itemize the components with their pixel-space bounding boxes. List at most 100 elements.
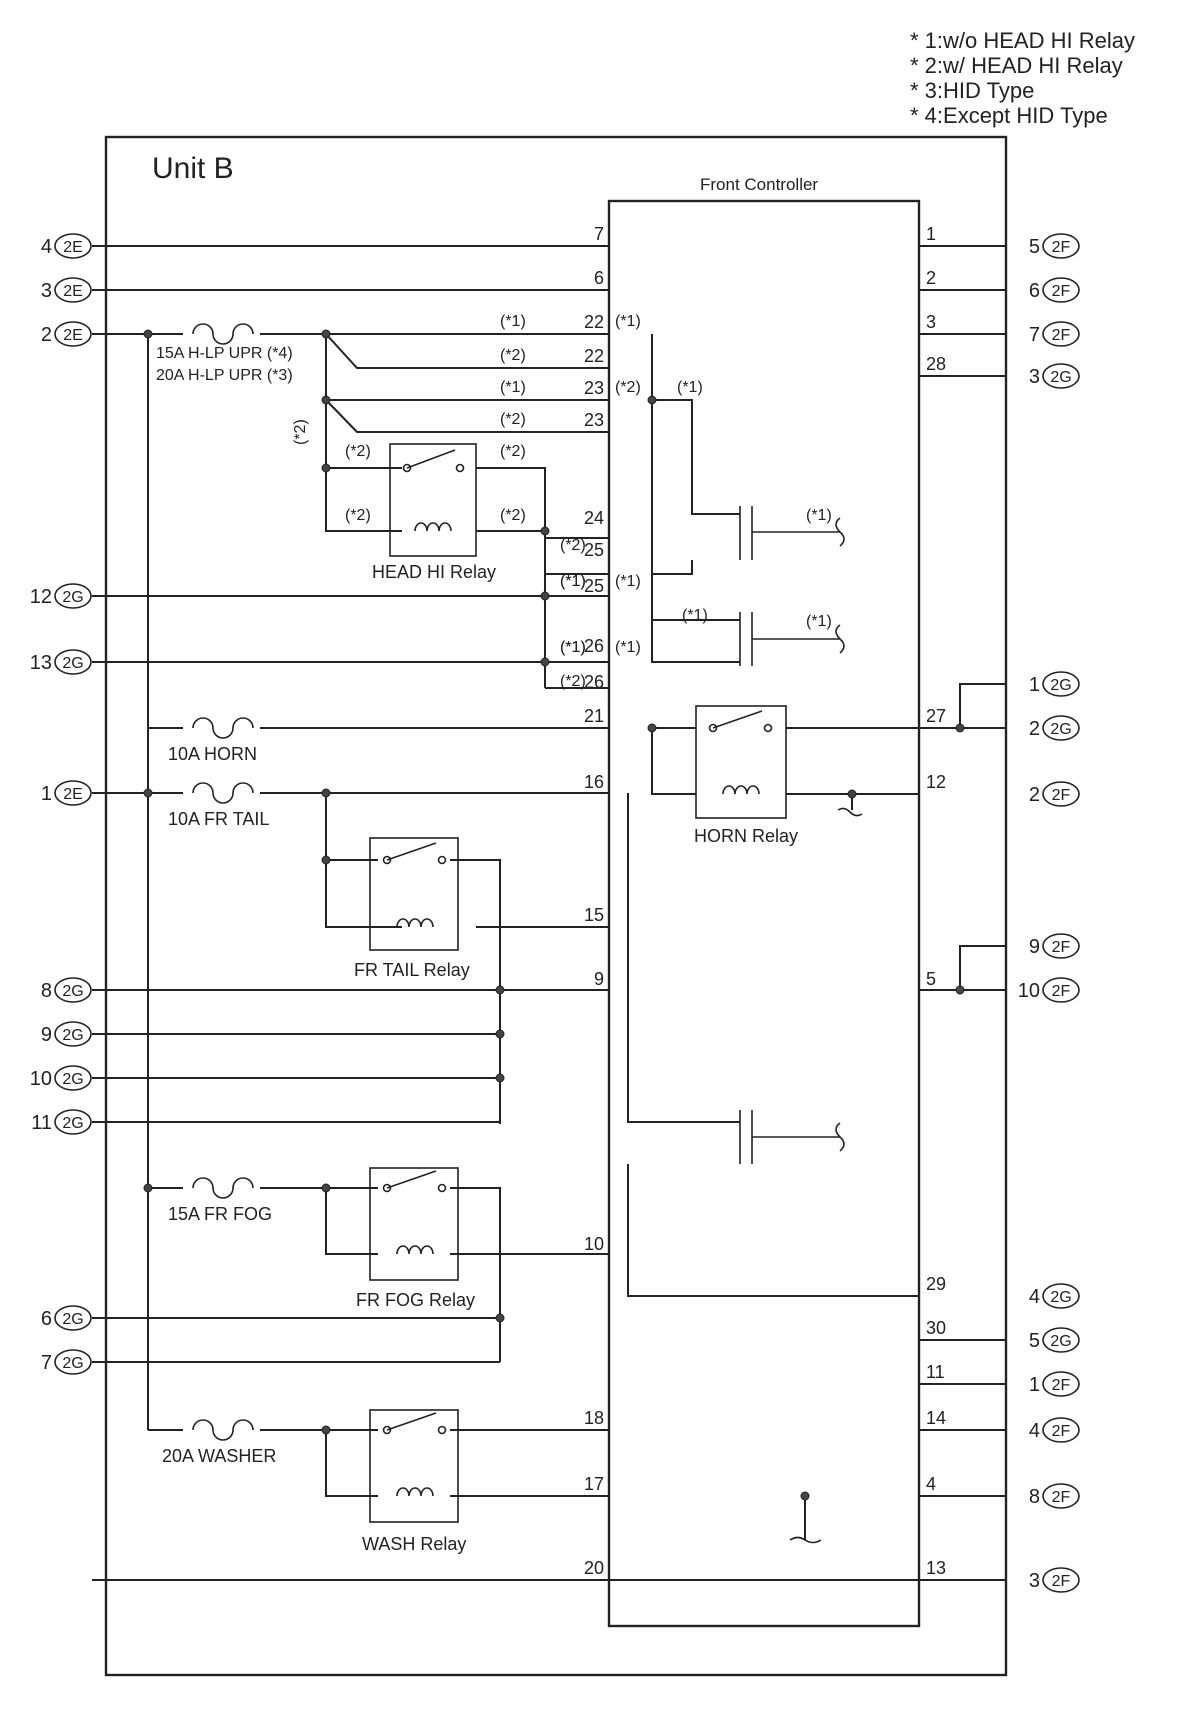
front-controller-box (607, 199, 921, 1628)
connector-badge (54, 780, 92, 806)
connector-id: 2F (1052, 787, 1071, 804)
connector-badge (54, 1305, 92, 1331)
legend-notes: * 1:w/o HEAD HI Relay * 2:w/ HEAD HI Rel… (910, 28, 1135, 128)
connector-badge (1042, 671, 1080, 697)
connector-pin-number: 4 (1029, 1286, 1040, 1308)
connector-id: 2G (1050, 369, 1071, 386)
variant-mark: (*2) (345, 443, 371, 460)
variant-marks: (*1) (*2) (*1) (*2) (*2) (*2) (*2) (*2) (*2) (*1)… (292, 313, 832, 690)
fr-tail-relay: FR TAIL Relay (354, 837, 470, 980)
variant-mark: (*1) (500, 313, 526, 330)
controller-pin-left: 25 (584, 576, 604, 596)
connector-pin-number: 1 (1029, 674, 1040, 696)
right-connector: 1 2G (1029, 671, 1080, 697)
connector-badge (1042, 715, 1080, 741)
horn-relay-label: HORN Relay (694, 826, 798, 846)
controller-pin-right: 12 (926, 772, 946, 792)
fuse-fr-tail-label: 10A FR TAIL (168, 809, 269, 829)
variant-mark: (*2) (500, 507, 526, 524)
connector-id: 2G (62, 1355, 83, 1372)
controller-pin-right: 2 (926, 268, 936, 288)
connector-pin-number: 8 (41, 980, 52, 1002)
variant-mark: (*1) (615, 313, 641, 330)
fr-fog-relay-label: FR FOG Relay (356, 1290, 475, 1310)
connector-pin-number: 7 (1029, 324, 1040, 346)
controller-pin-left: 22 (584, 346, 604, 366)
head-hi-relay-label: HEAD HI Relay (372, 562, 496, 582)
controller-pin-left: 7 (594, 224, 604, 244)
variant-mark: (*2) (500, 347, 526, 364)
fuse-hlp-symbol (192, 323, 254, 345)
variant-mark: (*1) (682, 607, 708, 624)
fuse-fr-tail-symbol (192, 782, 254, 804)
fuses: 15A H-LP UPR (*4) 20A H-LP UPR (*3) 10A … (156, 323, 293, 1466)
controller-pin-left: 26 (584, 636, 604, 656)
connector-pin-number: 3 (1029, 366, 1040, 388)
connector-pin-number: 10 (1018, 980, 1040, 1002)
connector-badge (1042, 977, 1080, 1003)
controller-pin-right: 28 (926, 354, 946, 374)
wash-relay-label: WASH Relay (362, 1534, 466, 1554)
connector-pin-number: 9 (1029, 936, 1040, 958)
connector-pin-number: 2 (1029, 718, 1040, 740)
connector-pin-number: 9 (41, 1024, 52, 1046)
connector-badge (54, 1349, 92, 1375)
connector-badge (54, 583, 92, 609)
connector-badge (1042, 1371, 1080, 1397)
note-4: * 4:Except HID Type (910, 103, 1108, 128)
connector-id: 2F (1052, 1423, 1071, 1440)
fuse-washer-label: 20A WASHER (162, 1446, 276, 1466)
variant-mark: (*1) (560, 573, 586, 590)
connector-pin-number: 1 (1029, 1374, 1040, 1396)
variant-mark: (*1) (615, 639, 641, 656)
connector-id: 2G (1050, 1333, 1071, 1350)
variant-mark: (*2) (500, 411, 526, 428)
wash-relay: WASH Relay (362, 1409, 466, 1554)
variant-mark: (*2) (560, 537, 586, 554)
right-connector: 3 2G (1029, 363, 1080, 389)
connector-id: 2G (62, 589, 83, 606)
variant-mark: (*2) (615, 379, 641, 396)
variant-mark: (*2) (560, 673, 586, 690)
controller-pin-right: 30 (926, 1318, 946, 1338)
controller-pin-left: 17 (584, 1474, 604, 1494)
controller-pin-left: 21 (584, 706, 604, 726)
variant-mark: (*1) (677, 379, 703, 396)
connector-id: 2G (1050, 677, 1071, 694)
connector-badge (54, 277, 92, 303)
fuse-washer-symbol (192, 1419, 254, 1441)
connector-pin-number: 2 (41, 324, 52, 346)
connector-id: 2E (63, 786, 83, 803)
controller-pin-right: 13 (926, 1558, 946, 1578)
unit-title: Unit B (152, 152, 234, 185)
connector-badge (1042, 1327, 1080, 1353)
connector-id: 2G (62, 983, 83, 1000)
variant-mark: (*1) (806, 507, 832, 524)
controller-pin-left: 23 (584, 378, 604, 398)
connector-badge (1042, 363, 1080, 389)
connector-badge (54, 977, 92, 1003)
controller-title: Front Controller (700, 175, 818, 194)
controller-pin-right: 3 (926, 312, 936, 332)
variant-mark: (*1) (806, 613, 832, 630)
fuse-hlp-label-2: 20A H-LP UPR (*3) (156, 367, 293, 384)
connector-id: 2G (62, 655, 83, 672)
connector-badge (1042, 277, 1080, 303)
controller-pin-left: 18 (584, 1408, 604, 1428)
connector-badge (1042, 1417, 1080, 1443)
